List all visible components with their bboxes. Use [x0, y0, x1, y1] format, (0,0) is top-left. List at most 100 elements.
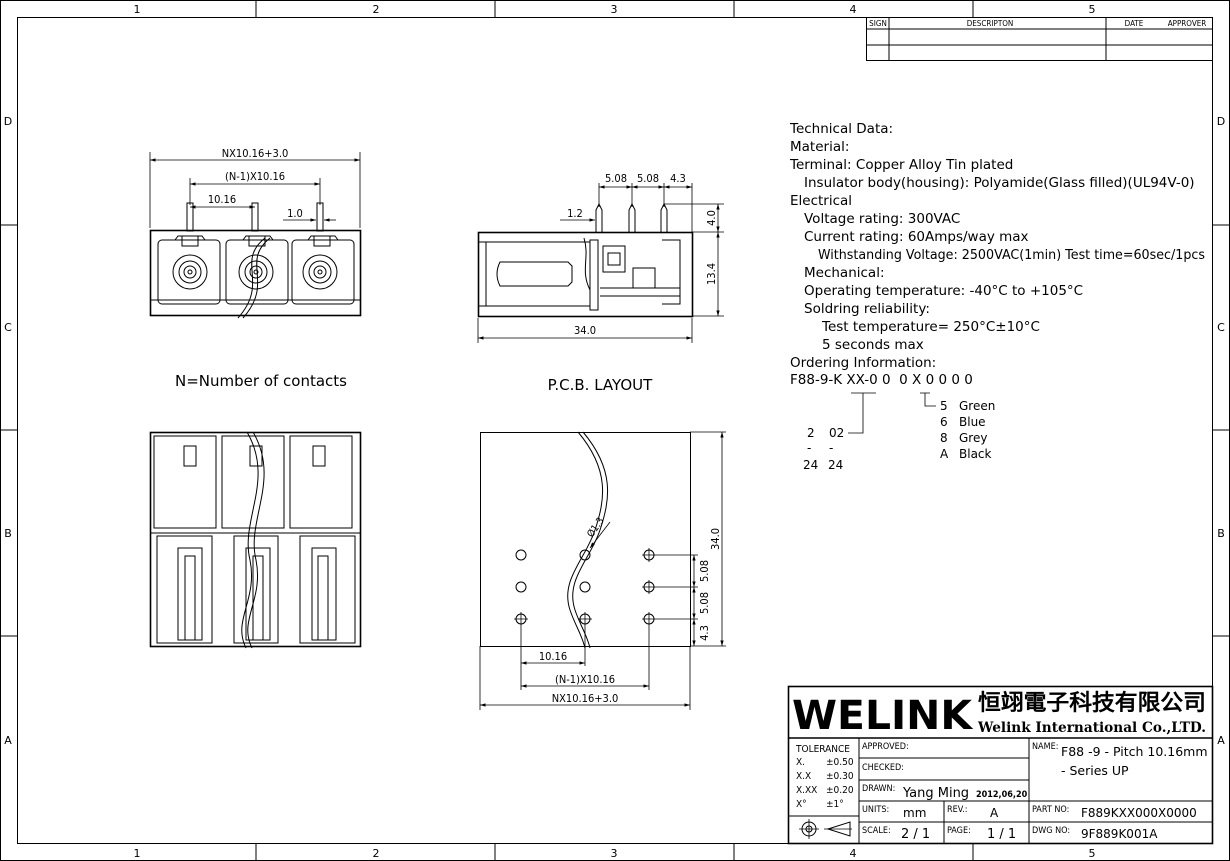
color-code: A: [940, 447, 949, 461]
rev-header-desc: DESCRIPTON: [967, 19, 1014, 28]
side-dim-b: 5.08: [637, 172, 659, 185]
contacts-from-b: 02: [829, 426, 844, 440]
row-label-d: D: [4, 115, 12, 128]
row-label-a: A: [4, 734, 12, 747]
company-name-cn: 恒翊電子科技有限公司: [978, 690, 1206, 716]
spec-line: Mechanical:: [804, 265, 885, 281]
front-view-caption: N=Number of contacts: [175, 372, 347, 390]
pcb-dim-row3: 4.3: [698, 625, 711, 641]
approved-label: APPROVED:: [862, 742, 909, 752]
units-label: UNITS:: [862, 805, 889, 815]
name-line-2: - Series UP: [1061, 763, 1129, 778]
revision-block: SIGN DESCRIPTON DATE APPROVER: [866, 17, 1213, 61]
col-label-4b: 4: [850, 847, 857, 860]
drawn-date: 2012,06,20: [976, 790, 1028, 800]
col-label-5: 5: [1089, 3, 1096, 16]
spec-line: Test temperature= 250°C±10°C: [821, 319, 1040, 335]
side-dim-c: 4.3: [670, 172, 686, 185]
dwg-no-value: 9F889K001A: [1081, 827, 1158, 841]
col-label-4: 4: [850, 3, 857, 16]
side-dim-height: 13.4: [705, 263, 718, 285]
side-view: 5.08 5.08 4.3 1.2 4.0 13.4: [477, 172, 724, 394]
col-label-2: 2: [373, 3, 380, 16]
color-code: 5: [940, 399, 948, 413]
part-no-label: PART NO:: [1032, 805, 1069, 815]
contacts-to-b: 24: [828, 458, 843, 472]
rev-header-approver: APPROVER: [1168, 19, 1207, 28]
tolerance-value: ±1°: [826, 799, 844, 810]
checked-label: CHECKED:: [862, 763, 904, 773]
units-value: mm: [903, 806, 926, 820]
rev-header-date: DATE: [1125, 19, 1144, 28]
col-label-1b: 1: [134, 847, 141, 860]
front-dim-pin: 1.0: [287, 207, 303, 220]
spec-line: Withstanding Voltage: 2500VAC(1min) Test…: [818, 247, 1205, 263]
front-view: NX10.16+3.0 (N-1)X10.16 10.16 1.0: [149, 147, 362, 390]
spec-line: Terminal: Copper Alloy Tin plated: [789, 157, 1013, 173]
projection-symbol-icon: [799, 819, 852, 839]
spec-line: Ordering Information:: [790, 355, 936, 371]
pcb-layout: Ø1.3 5.08 5.08 4.3 34.0 10.16 (N-1)X10.1…: [479, 431, 726, 710]
scale-value: 2 / 1: [901, 827, 930, 842]
side-dim-length: 34.0: [574, 324, 596, 337]
spec-line: Soldring reliability:: [804, 301, 930, 317]
col-label-1: 1: [134, 3, 141, 16]
side-dim-pin-offset: 1.2: [567, 207, 583, 220]
spec-line: Material:: [790, 139, 849, 155]
color-name: Green: [959, 399, 995, 413]
rev-header-sign: SIGN: [869, 19, 887, 28]
title-block: WELINK 恒翊電子科技有限公司 Welink International C…: [787, 685, 1214, 845]
pcb-layout-caption: P.C.B. LAYOUT: [548, 376, 653, 394]
pcb-dim-pitch: 10.16: [539, 650, 567, 663]
spec-line: Voltage rating: 300VAC: [804, 211, 960, 227]
tolerance-value: ±0.20: [826, 785, 854, 796]
row-label-c-r: C: [1217, 321, 1225, 334]
color-name: Blue: [959, 415, 986, 429]
col-label-5b: 5: [1089, 847, 1096, 860]
name-line-1: F88 -9 - Pitch 10.16mm: [1061, 744, 1208, 759]
page-value: 1 / 1: [987, 827, 1016, 842]
tolerance-value: ±0.30: [826, 771, 854, 782]
contacts-dash-a: -: [807, 441, 811, 455]
front-dim-total: NX10.16+3.0: [222, 147, 289, 160]
bottom-view: [149, 431, 362, 649]
front-dim-pitch: 10.16: [208, 193, 236, 206]
side-dim-pin-height: 4.0: [705, 210, 718, 226]
row-label-a-r: A: [1217, 734, 1225, 747]
color-code: 8: [940, 431, 948, 445]
pcb-dim-row1: 5.08: [698, 560, 711, 582]
spec-line: Insulator body(housing): Polyamide(Glass…: [804, 175, 1195, 191]
company-name-en: Welink International Co.,LTD.: [977, 720, 1206, 736]
col-label-2b: 2: [373, 847, 380, 860]
contacts-to-a: 24: [803, 458, 818, 472]
color-name: Black: [959, 447, 992, 461]
order-code: F88-9-K XX-0 0 0 X 0 0 0 0: [790, 372, 973, 388]
contacts-from-a: 2: [807, 426, 815, 440]
row-label-b: B: [4, 527, 12, 540]
pcb-dim-height: 34.0: [709, 528, 722, 550]
company-logo: WELINK: [792, 693, 974, 739]
row-label-b-r: B: [1217, 527, 1225, 540]
contacts-dash-b: -: [829, 441, 833, 455]
row-label-d-r: D: [1217, 115, 1225, 128]
row-label-c: C: [4, 321, 12, 334]
rev-value: A: [990, 806, 999, 820]
col-label-3b: 3: [611, 847, 618, 860]
spec-line: Technical Data:: [789, 121, 893, 137]
rev-label: REV.:: [947, 805, 967, 815]
part-no-value: F889KXX000X0000: [1081, 806, 1197, 820]
spec-line: Operating temperature: -40°C to +105°C: [804, 283, 1083, 299]
technical-specs: Technical Data: Material: Terminal: Copp…: [789, 121, 1205, 472]
dwg-no-label: DWG NO:: [1032, 826, 1070, 836]
tolerance-key: X.X: [796, 771, 811, 782]
spec-line: Current rating: 60Amps/way max: [804, 229, 1029, 245]
tolerance-title: TOLERANCE: [795, 744, 850, 755]
front-dim-span: (N-1)X10.16: [225, 170, 285, 183]
page-label: PAGE:: [947, 826, 971, 836]
col-label-3: 3: [611, 3, 618, 16]
color-code: 6: [940, 415, 948, 429]
side-dim-a: 5.08: [605, 172, 627, 185]
scale-label: SCALE:: [862, 826, 891, 836]
color-name: Grey: [959, 431, 987, 445]
